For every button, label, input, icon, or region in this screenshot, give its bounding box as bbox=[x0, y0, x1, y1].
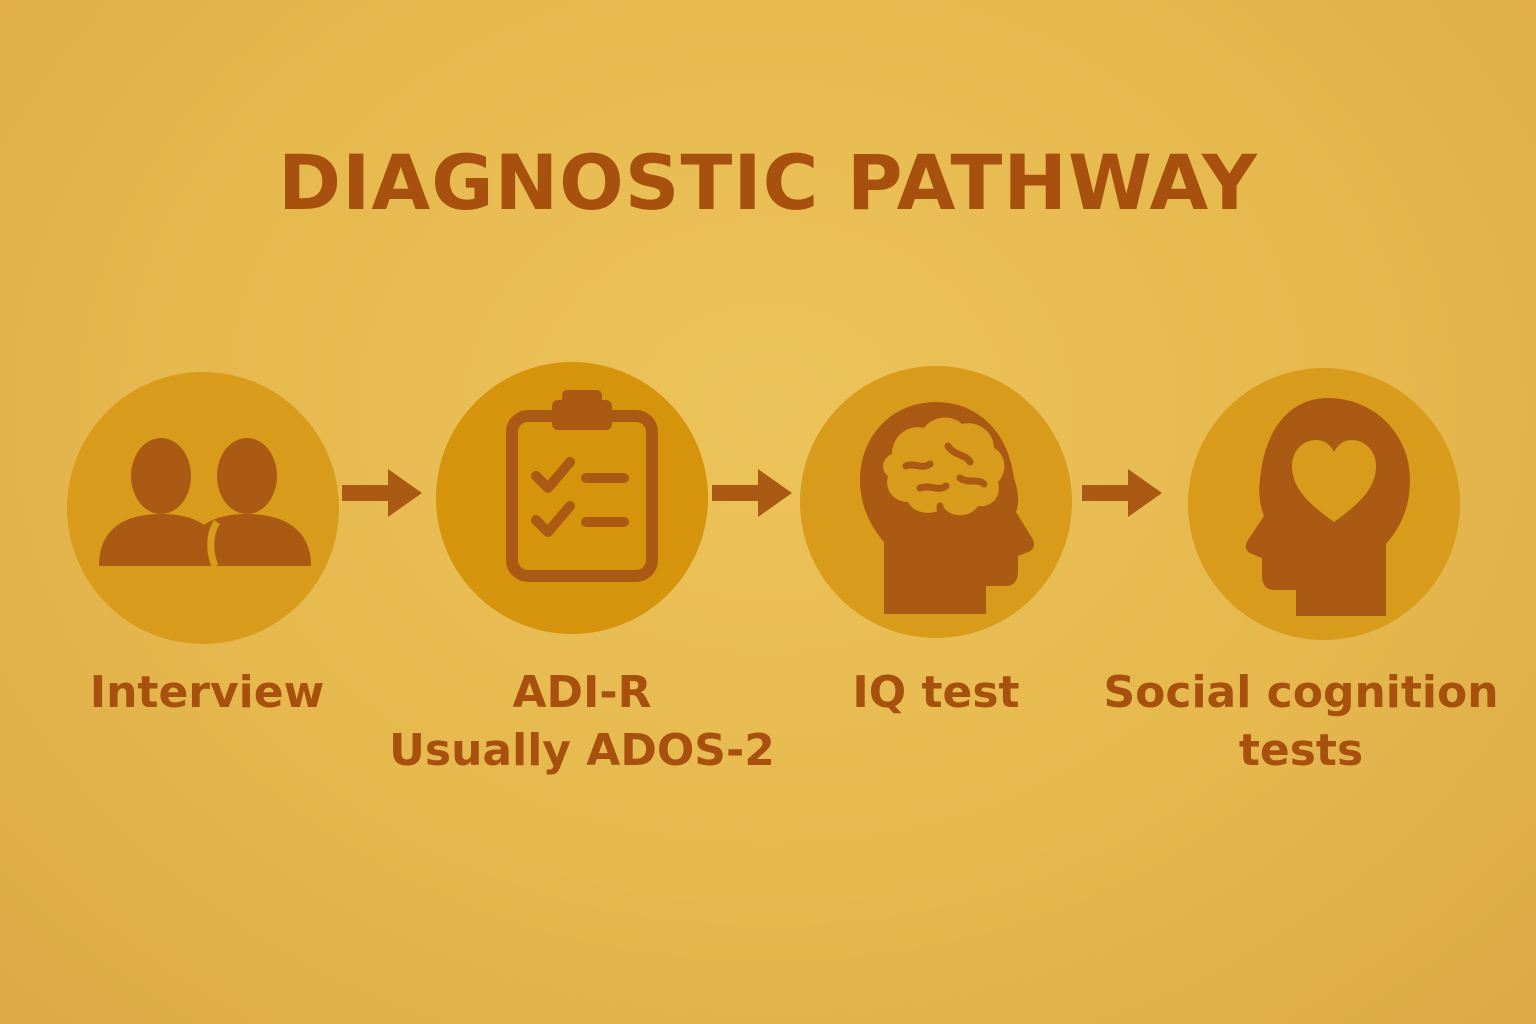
step-label-social-cognition: Social cognition tests bbox=[1086, 664, 1516, 780]
label-line: Interview bbox=[89, 667, 325, 718]
head-heart-icon bbox=[1245, 398, 1410, 616]
label-line: ADI-R bbox=[512, 667, 652, 718]
label-line: tests bbox=[1238, 725, 1364, 776]
step-social-cognition-circle bbox=[1188, 368, 1460, 640]
arrow-right-icon bbox=[340, 463, 424, 523]
two-people-icon bbox=[99, 438, 311, 568]
step-iq-test-circle bbox=[800, 366, 1072, 638]
arrow-right-icon bbox=[1080, 463, 1164, 523]
head-brain-icon bbox=[860, 402, 1035, 614]
diagram-title: DIAGNOSTIC PATHWAY bbox=[278, 138, 1258, 227]
label-line: IQ test bbox=[852, 667, 1020, 718]
step-interview-circle bbox=[67, 372, 339, 644]
step-label-iq-test: IQ test bbox=[800, 664, 1072, 722]
step-label-interview: Interview bbox=[67, 664, 347, 722]
step-adi-r-circle bbox=[436, 362, 708, 634]
label-line: Social cognition bbox=[1103, 667, 1499, 718]
label-line: Usually ADOS-2 bbox=[389, 725, 775, 776]
arrow-right-icon bbox=[710, 463, 794, 523]
step-label-adi-r: ADI-R Usually ADOS-2 bbox=[372, 664, 792, 780]
checklist-clipboard-icon bbox=[506, 390, 658, 582]
